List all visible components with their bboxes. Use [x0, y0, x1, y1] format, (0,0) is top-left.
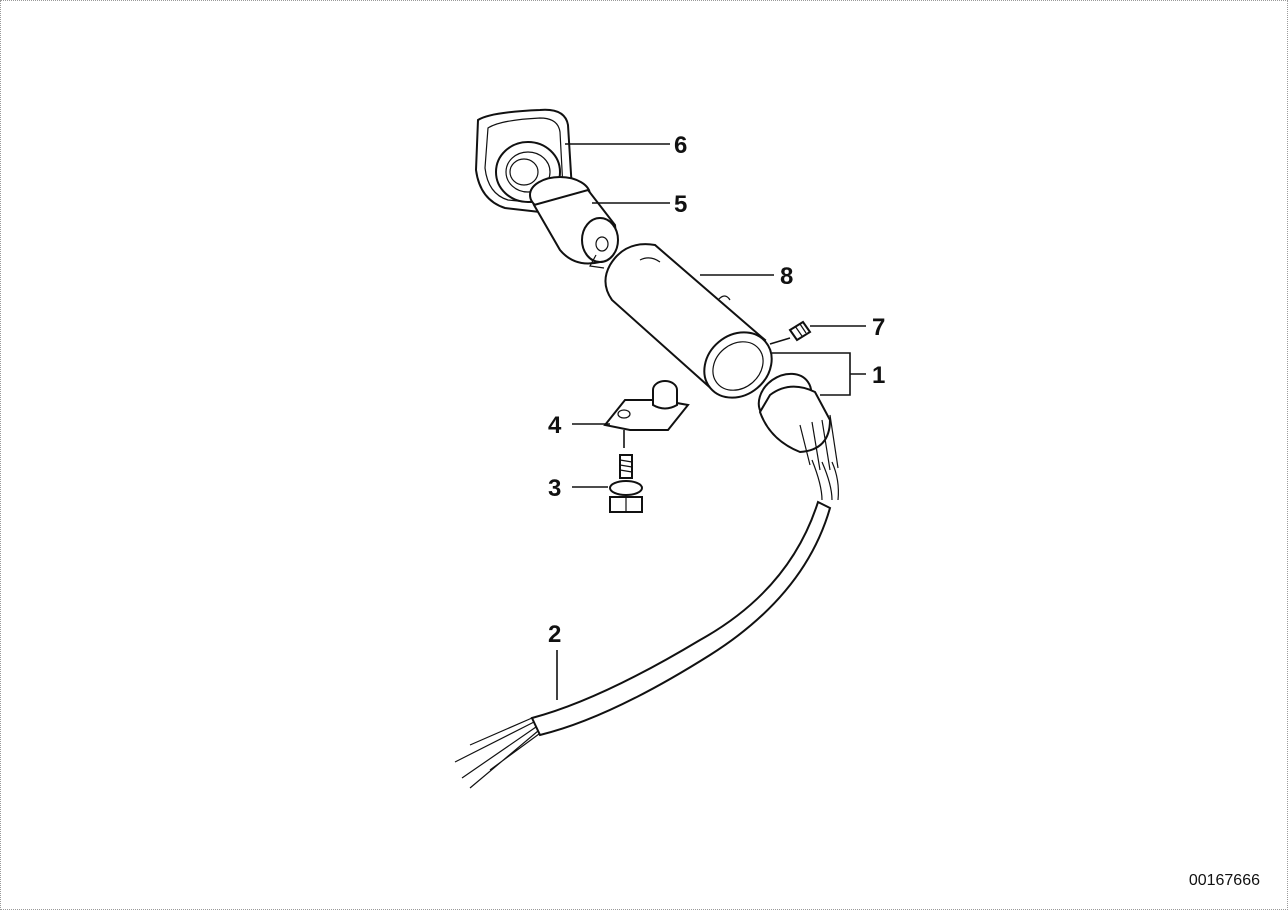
part-1-plug: [757, 372, 839, 501]
callout-4: 4: [548, 412, 562, 439]
callout-1: 1: [872, 362, 885, 389]
part-2-cable: [454, 500, 832, 789]
part-3-bolt-assembly: [609, 454, 643, 513]
callout-5: 5: [674, 191, 687, 218]
part-7-screw: [788, 320, 812, 342]
callout-7: 7: [872, 314, 885, 341]
callout-6: 6: [674, 132, 687, 159]
callout-8: 8: [780, 263, 793, 290]
callout-3: 3: [548, 475, 561, 502]
part-8-housing: [604, 243, 773, 399]
part-4-bracket: [603, 380, 690, 431]
leader-lines: [556, 143, 866, 700]
document-id: 00167666: [1188, 872, 1260, 889]
part-5-socket: [529, 176, 619, 269]
callout-2: 2: [548, 621, 561, 648]
